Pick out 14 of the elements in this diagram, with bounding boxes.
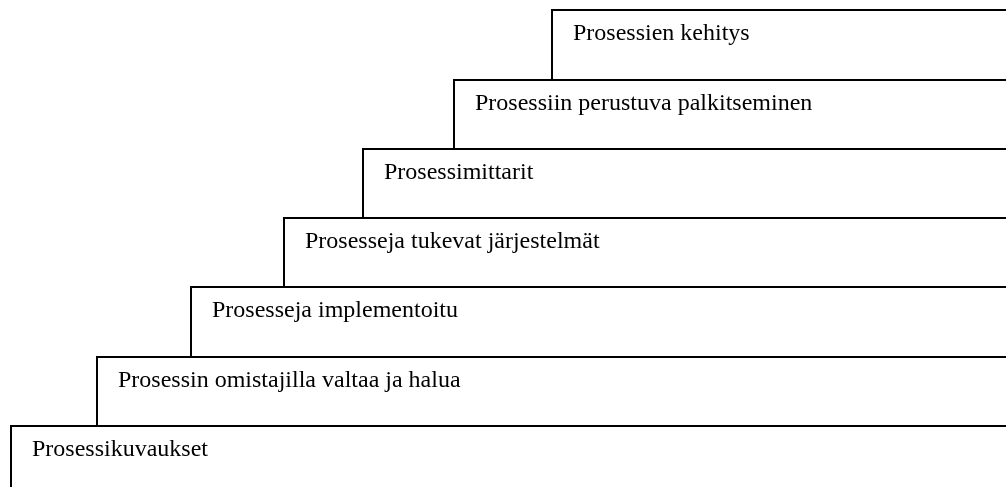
- step-label: Prosessien kehitys: [573, 19, 750, 46]
- step-label: Prosesseja tukevat järjestelmät: [305, 227, 600, 254]
- step-box: [453, 79, 1006, 148]
- step-box: [190, 286, 1006, 356]
- step-box: [96, 356, 1006, 425]
- step-box: [551, 9, 1006, 79]
- step-label: Prosesseja implementoitu: [212, 296, 458, 323]
- step-label: Prosessin omistajilla valtaa ja halua: [118, 366, 461, 393]
- step-label: Prosessikuvaukset: [32, 435, 208, 462]
- step-label: Prosessimittarit: [384, 158, 534, 185]
- step-box: [10, 425, 1006, 487]
- step-label: Prosessiin perustuva palkitseminen: [475, 89, 813, 116]
- step-box: [362, 148, 1006, 217]
- step-box: [283, 217, 1006, 286]
